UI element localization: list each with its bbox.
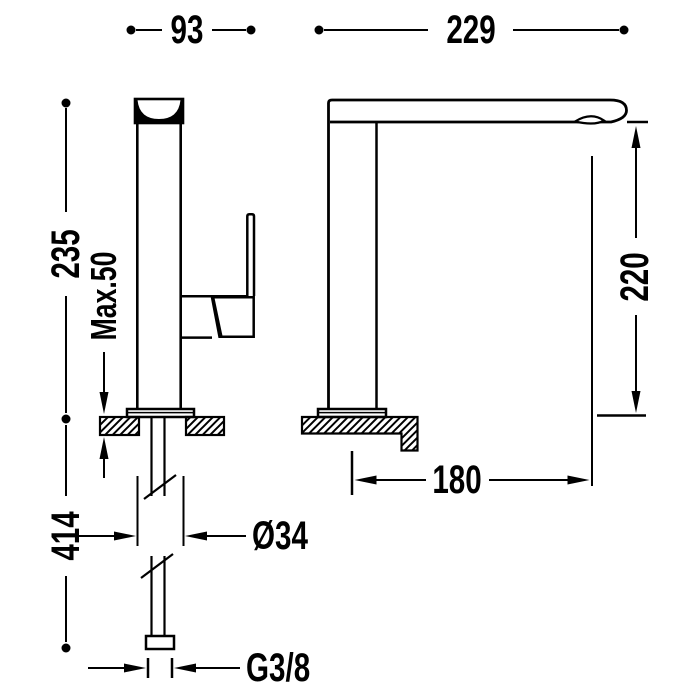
countertop-hatch-side (300, 415, 419, 452)
dim-body-diameter-34: Ø34 (79, 476, 308, 558)
faucet-head-front (133, 97, 185, 125)
arrowhead-down (99, 392, 109, 414)
arrowhead-right (567, 475, 590, 485)
dim-thread-g38: G3/8 (88, 646, 310, 690)
hose-connector (144, 634, 176, 651)
aerator (572, 115, 607, 125)
dim-height-above-deck-label: 235 (44, 229, 88, 278)
dim-supply-connection-label: G3/8 (246, 646, 310, 690)
dim-endpoint-dot (61, 98, 71, 108)
dim-endpoint-dot (246, 25, 256, 35)
dim-max-deck-thickness: Max.50 (83, 252, 124, 478)
dim-spout-clearance-label: 220 (613, 252, 657, 301)
arrowhead-right (114, 531, 136, 541)
dim-spout-reach-label: 180 (432, 458, 481, 502)
arrowhead-left (185, 531, 207, 541)
base-plate-front (125, 407, 196, 419)
dim-clearance-220: 220 (597, 120, 657, 417)
front-view (98, 97, 256, 651)
dim-overall-depth-93: 93 (126, 8, 256, 52)
arrowhead-up (631, 126, 641, 148)
faucet-handle-front (182, 213, 256, 339)
dim-body-diameter-label: Ø34 (252, 514, 308, 558)
arrowhead-down (631, 391, 641, 413)
dim-endpoint-dot (126, 25, 136, 35)
dim-endpoint-dot (61, 414, 71, 424)
dim-endpoint-dot (61, 643, 71, 653)
dim-spout-projection-label: 229 (446, 8, 495, 52)
base-plate-side (316, 407, 388, 419)
dim-height-235-and-hose-414: 235 414 (44, 98, 88, 653)
faucet-body-front (136, 123, 182, 409)
dim-endpoint-dot (314, 25, 324, 35)
arrowhead-up (99, 437, 109, 459)
arrowhead-left (354, 475, 377, 485)
arrowhead-right (124, 663, 146, 673)
dim-projection-229: 229 (314, 8, 629, 52)
supply-hose (140, 417, 177, 636)
dim-max-deck-thickness-label: Max.50 (83, 252, 124, 341)
dim-reach-180: 180 (350, 156, 593, 502)
side-view (300, 98, 628, 452)
dim-overall-depth-label: 93 (171, 8, 204, 52)
dim-endpoint-dot (619, 25, 629, 35)
arrowhead-left (174, 663, 196, 673)
countertop-hatch-front (98, 415, 226, 437)
faucet-outline-side (327, 98, 628, 409)
